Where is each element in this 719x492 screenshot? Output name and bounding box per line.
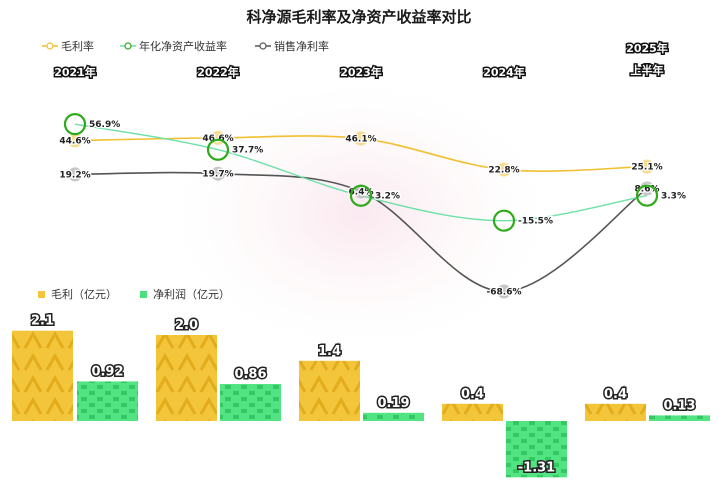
net-margin-point-0: [68, 167, 82, 182]
gross-profit-label-3: 0.4: [461, 387, 484, 402]
roe-point-0: [63, 113, 87, 136]
gross-margin-label-3: 22.8%: [488, 166, 519, 176]
legend-label-0: 毛利率: [61, 39, 94, 53]
net-profit-bar-4: [649, 415, 710, 421]
roe-label-4: 3.3%: [661, 192, 686, 202]
bar-legend-swatch-1: [140, 291, 147, 298]
gross-profit-bar-1: [156, 335, 217, 421]
gross-profit-label-1: 2.0: [175, 318, 198, 333]
net-profit-bar-1: [220, 384, 281, 421]
legend-marker-2: [259, 42, 267, 50]
net-margin-point-3: [497, 284, 511, 299]
year-label-2: 2023年: [340, 65, 382, 79]
roe-point-2: [349, 184, 373, 207]
net-margin-point-1: [211, 166, 225, 181]
bar-legend-swatch-0: [38, 291, 45, 298]
gross-margin-point-4: [640, 159, 654, 174]
net-margin-point-4: [640, 181, 654, 196]
roe-point-1: [206, 138, 230, 161]
roe-label-1: 37.7%: [232, 146, 263, 156]
gross-profit-bar-2: [299, 360, 360, 421]
legend-marker-0: [46, 42, 54, 50]
bar-legend-label-0: 毛利（亿元）: [51, 288, 117, 301]
year-label-3: 2024年: [483, 65, 525, 79]
roe-point-3: [492, 209, 516, 232]
gross-margin-point-3: [497, 162, 511, 177]
background-glow: [160, 75, 560, 355]
gross-profit-bar-0: [12, 330, 73, 421]
gross-margin-point-2: [354, 131, 368, 146]
line-series: 44.6%46.6%46.1%22.8%25.1%19.2%19.7%6.4%-…: [58, 113, 687, 299]
gross-profit-label-4: 0.4: [604, 387, 627, 402]
net-margin-point-2: [354, 184, 368, 199]
year-label-0: 2021年: [54, 65, 96, 79]
gross-profit-bar-4: [585, 403, 646, 421]
year-label-1: 2022年: [197, 65, 239, 79]
gross-profit-label-0: 2.1: [31, 314, 54, 329]
net-profit-label-2: 0.19: [377, 396, 409, 411]
gross-margin-label-0: 44.6%: [59, 137, 90, 147]
net-margin-label-1: 19.7%: [202, 170, 233, 180]
legend-label-2: 销售净利率: [274, 39, 329, 53]
net-margin-label-4: 8.6%: [635, 185, 660, 195]
year-label-4: 上半年: [631, 63, 664, 77]
net-profit-bar-3: [506, 421, 567, 478]
net-profit-label-3: -1.31: [518, 460, 555, 475]
chart-title: 科净源毛利率及净资产收益率对比: [246, 8, 471, 26]
bar-legend: 毛利（亿元） 净利润（亿元）: [38, 287, 230, 301]
net-margin-label-3: -68.6%: [487, 287, 522, 297]
net-profit-label-0: 0.92: [91, 364, 123, 379]
roe-label-0: 56.9%: [89, 120, 120, 130]
gross-profit-label-2: 1.4: [318, 344, 341, 359]
legend-label-1: 年化净资产收益率: [139, 39, 227, 53]
roe-label-3: -15.5%: [518, 217, 553, 227]
gross-margin-label-4: 25.1%: [631, 163, 662, 173]
legend-marker-1: [124, 42, 132, 50]
bar-series: 2.1 2.0 1.4 0.4 0.4 0.92 0.86 0.19 -1.31 0.13: [12, 312, 710, 478]
net-profit-label-4: 0.13: [663, 398, 695, 413]
roe-point-4: [635, 184, 659, 207]
line-legend: 毛利率 年化净资产收益率 销售净利率: [42, 39, 329, 53]
net-profit-bar-2: [363, 412, 424, 421]
roe-label-2: 3.2%: [375, 192, 400, 202]
net-profit-label-1: 0.86: [234, 367, 266, 382]
gross-margin-point-0: [68, 133, 82, 148]
gross-profit-bar-3: [442, 403, 503, 421]
gross-margin-label-2: 46.1%: [345, 135, 376, 145]
bar-legend-label-1: 净利润（亿元）: [153, 287, 230, 301]
net-profit-bar-0: [77, 381, 138, 421]
net-margin-label-0: 19.2%: [59, 170, 90, 180]
year-label-4: 2025年: [626, 41, 668, 55]
